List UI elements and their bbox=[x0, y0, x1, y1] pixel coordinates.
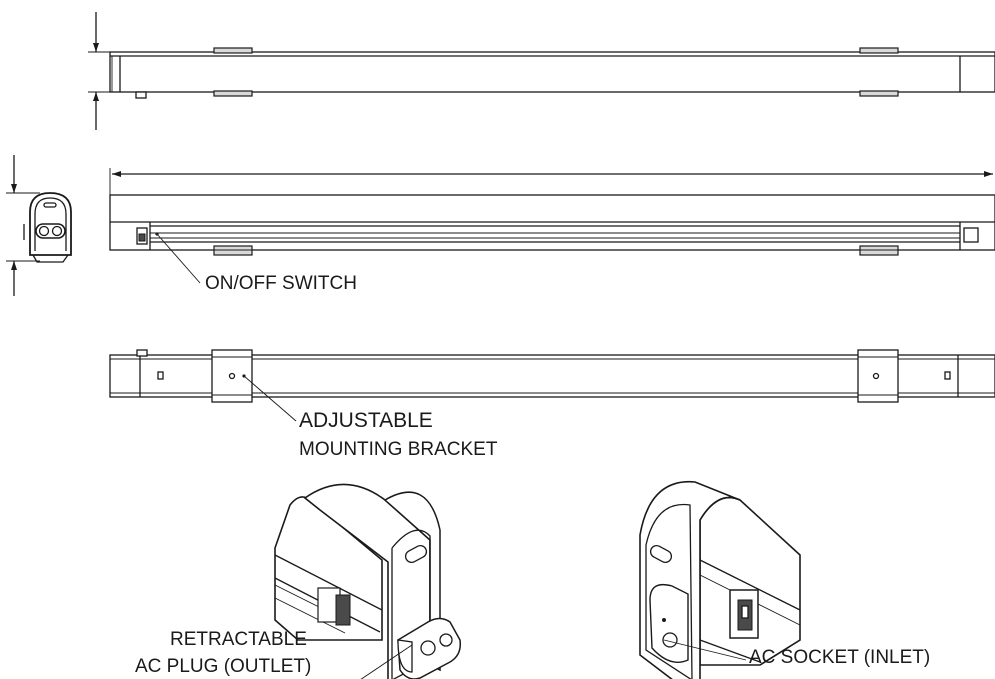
plug-end-perspective bbox=[274, 483, 462, 679]
bottom-view bbox=[109, 349, 995, 422]
socket-end-perspective bbox=[639, 481, 801, 679]
ac-plug-outlet-label: AC PLUG (OUTLET) bbox=[135, 656, 312, 677]
retractable-label: RETRACTABLE bbox=[170, 629, 307, 650]
end-view bbox=[6, 155, 72, 296]
ac-socket-inlet-label: AC SOCKET (INLET) bbox=[749, 647, 931, 668]
front-view bbox=[109, 168, 995, 284]
mounting-bracket-label: MOUNTING BRACKET bbox=[299, 439, 498, 460]
adjustable-label: ADJUSTABLE bbox=[299, 409, 433, 432]
on-off-switch-label: ON/OFF SWITCH bbox=[205, 273, 357, 294]
top-view bbox=[88, 12, 995, 130]
